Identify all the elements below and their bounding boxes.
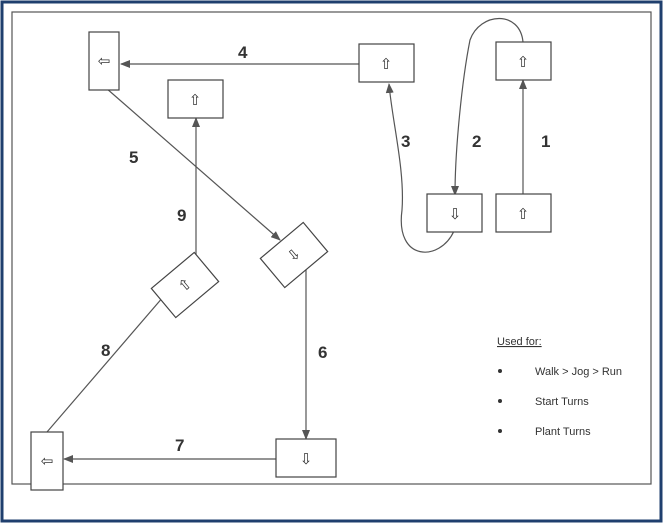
bullet-icon [498, 369, 502, 373]
box-up-top-right [495, 41, 552, 81]
up-arrow-icon: ⇧ [517, 205, 530, 223]
left-arrow-icon: ⇦ [41, 452, 54, 470]
edge-label-7: 7 [175, 436, 184, 455]
up-arrow-icon: ⇧ [380, 55, 393, 73]
legend-item: Walk > Jog > Run [535, 366, 622, 378]
edge-label-8: 8 [101, 341, 110, 360]
edge-label-1: 1 [541, 132, 550, 151]
bullet-icon [498, 429, 502, 433]
left-arrow-icon: ⇦ [98, 52, 111, 70]
connector-5 [105, 87, 281, 241]
up-arrow-icon: ⇧ [189, 91, 202, 109]
box-down-bottom [275, 438, 337, 478]
legend: Used for: Walk > Jog > Run Start Turns P… [497, 336, 622, 438]
box-up-center [167, 79, 224, 119]
box-up-rotated [150, 251, 220, 319]
box-down-rotated [259, 221, 329, 289]
connector-3 [385, 83, 455, 253]
down-arrow-icon: ⇩ [449, 205, 462, 223]
connector-2 [451, 18, 524, 196]
box-down-right [426, 193, 483, 233]
box-up-top-middle [358, 43, 415, 83]
edge-label-4: 4 [238, 43, 248, 62]
edge-label-2: 2 [472, 132, 481, 151]
edge-label-5: 5 [129, 148, 138, 167]
connector-8 [46, 281, 177, 433]
box-up-bottom-right [495, 193, 552, 233]
legend-item: Start Turns [535, 396, 589, 408]
down-arrow-icon: ⇩ [300, 450, 313, 468]
bullet-icon [498, 399, 502, 403]
edge-label-3: 3 [401, 132, 410, 151]
box-left-top [88, 31, 120, 91]
inner-border [11, 11, 652, 485]
edge-label-6: 6 [318, 343, 327, 362]
up-arrow-icon: ⇧ [517, 53, 530, 71]
edge-label-9: 9 [177, 206, 186, 225]
box-left-bottom [30, 431, 64, 491]
legend-title: Used for: [497, 336, 542, 348]
legend-item: Plant Turns [535, 426, 591, 438]
